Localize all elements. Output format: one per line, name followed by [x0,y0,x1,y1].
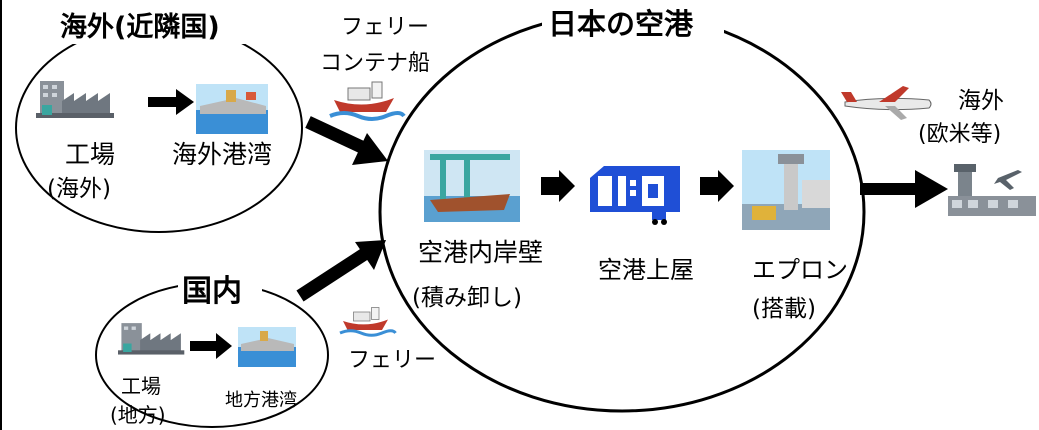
factory-icon [118,323,185,355]
airport-title-bg [542,8,724,42]
apron-label: エプロン [752,256,848,284]
quay-sublabel: (積み卸し) [412,285,522,311]
overseas-factory-sublabel: (海外) [47,176,111,202]
apron-icon [742,150,830,230]
warehouse-icon [590,166,680,212]
arrow-icon [148,89,194,115]
arrow-icon [541,170,575,202]
airport-region-title: 日本の空港 [548,7,694,41]
arrow-icon [700,170,734,202]
harbor-icon [196,84,268,134]
arrow-domestic-to-airport [296,240,386,302]
destination-label-line1: 海外 [958,88,1004,114]
overseas-region-title: 海外(近隣国) [60,12,220,43]
overseas-title-bg [58,12,276,44]
airplane-icon [841,86,932,120]
arrow-overseas-to-airport [305,116,388,165]
domestic-factory-sublabel: (地方) [110,403,166,427]
arrow-icon [190,333,232,359]
domestic-port-label: 地方港湾 [225,390,297,411]
ferry-container-label-line2: コンテナ船 [320,51,431,76]
container-ship-icon [339,307,397,337]
harbor-icon [238,327,296,367]
forklift-icon [652,208,667,225]
domestic-region-title: 国内 [182,274,242,309]
domestic-factory-label: 工場 [121,374,161,398]
domestic-title-bg [178,275,262,309]
ferry-label: フェリー [348,348,437,373]
container-ship-icon [329,81,406,121]
factory-icon [36,81,114,118]
overseas-port-label: 海外港湾 [172,140,273,169]
quay-crane-icon [424,150,520,222]
arrow-airport-to-overseas [860,170,948,208]
quay-label: 空港内岸壁 [418,238,544,267]
overseas-factory-label: 工場 [65,140,116,169]
ferry-container-label-line1: フェリー [341,15,430,40]
warehouse-label: 空港上屋 [598,256,694,284]
apron-sublabel: (搭載) [752,296,816,322]
airport-icon [948,164,1036,216]
destination-label-line2: (欧米等) [918,122,1002,147]
